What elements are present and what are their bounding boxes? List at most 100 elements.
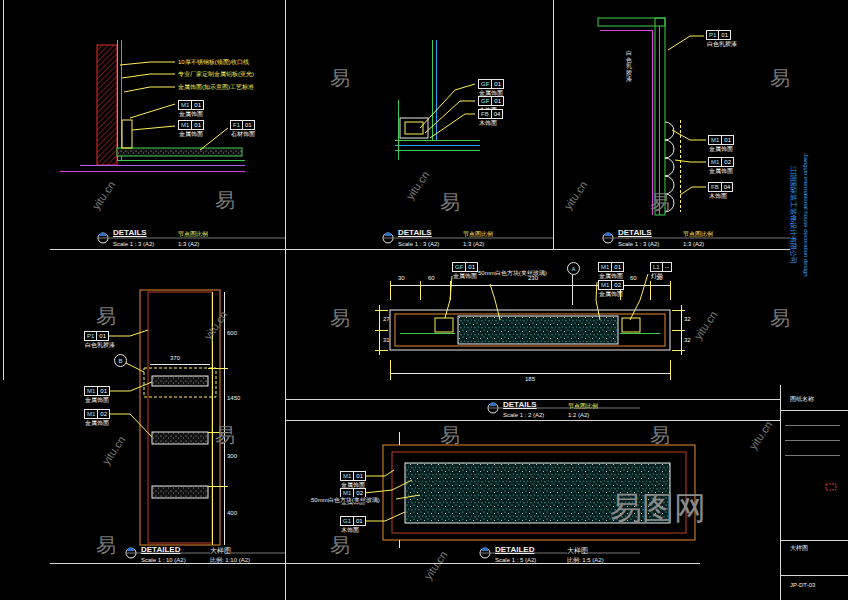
material-tag: L1--灯带 — [650, 262, 672, 272]
annotation-text: Scale 1 : 3 (A2) — [398, 241, 439, 247]
annotation-text: 节点图比例 — [463, 231, 493, 237]
annotation-text: JP-DT-03 — [790, 582, 815, 588]
material-note: 金属饰面 — [85, 420, 109, 426]
callout-number: 01 — [354, 517, 365, 525]
material-tag: M101金属饰面 — [178, 120, 204, 130]
annotation-text: Scale 1 : 5 (A2) — [495, 557, 536, 563]
callout-number: 01 — [354, 472, 365, 480]
company-name: 江阴国际装工装饰设计有限公司 — [790, 166, 797, 264]
watermark: yitu.cn — [90, 179, 117, 211]
material-tag: M101金属饰面 — [708, 135, 734, 145]
material-tag: M102金属饰面 — [598, 280, 624, 290]
annotation-text: 1:3 (A2) — [178, 241, 199, 247]
callout-number: 01 — [192, 101, 203, 109]
material-code: M1 — [341, 472, 354, 480]
material-note: 木饰面 — [479, 120, 497, 126]
material-code: M1 — [341, 489, 354, 497]
material-note: 木饰面 — [709, 193, 727, 199]
callout-number: 02 — [98, 410, 109, 418]
watermark: 易 — [96, 535, 116, 555]
watermark: 易 — [440, 192, 460, 212]
annotation-text: 金属饰面(如示意图)工艺标准 — [178, 84, 254, 90]
marker-letter: A — [571, 266, 575, 272]
detail-title: DETAILS — [113, 229, 147, 237]
annotation-text: 节点图比例 — [178, 231, 208, 237]
material-code: P1 — [85, 332, 97, 340]
dimension-value: 300 — [227, 453, 237, 459]
section-marker: A — [567, 262, 580, 275]
material-tag: G101木饰面 — [340, 516, 366, 526]
material-tag: M102金属饰面 — [84, 409, 110, 419]
material-note: 金属饰面 — [599, 273, 623, 279]
material-note: 金属饰面 — [179, 131, 203, 137]
watermark: 易 — [770, 68, 790, 88]
callout-number: 01 — [612, 263, 623, 271]
material-code: G1 — [341, 517, 354, 525]
material-tag: M101金属饰面 — [598, 262, 624, 272]
material-code: FB — [479, 110, 492, 118]
material-code: M1 — [179, 101, 192, 109]
dimension-value: 30 — [656, 275, 663, 281]
annotation-text: Scale 1 : 10 (A2) — [141, 557, 186, 563]
watermark: 易 — [330, 308, 350, 328]
material-code: P1 — [707, 31, 719, 39]
dimension-value: 230 — [528, 275, 538, 281]
material-tag: P101白色乳胶漆 — [706, 30, 731, 40]
material-tag: GF01木饰面 — [478, 96, 504, 106]
dimension-value: 370 — [170, 355, 180, 361]
dimension-value: 1450 — [227, 395, 240, 401]
annotation-text: 节点图比例 — [568, 403, 598, 409]
dimension-value: 600 — [227, 330, 237, 336]
detail-title: DETAILS — [398, 229, 432, 237]
callout-number: 01 — [492, 97, 503, 105]
callout-number: 01 — [98, 387, 109, 395]
dimension-value: 32 — [684, 337, 691, 343]
annotation-text: 图纸名称 — [790, 396, 814, 402]
annotation-text: 专业厂家定制金属铝板(亚光) — [178, 71, 254, 77]
material-note: 金属饰面 — [85, 397, 109, 403]
detail-title: DETAILS — [503, 401, 537, 409]
dimension-value: 27 — [383, 316, 390, 322]
watermark: 易 — [770, 308, 790, 328]
material-tag: F101石材饰面 — [230, 120, 255, 130]
callout-number: 02 — [612, 281, 623, 289]
watermark: 易 — [650, 425, 670, 445]
annotation-text: 1:3 (A2) — [463, 241, 484, 247]
callout-number: 01 — [722, 136, 733, 144]
watermark: 易 — [650, 192, 670, 212]
annotation-text: 节点图比例 — [683, 231, 713, 237]
watermark: 易 — [330, 535, 350, 555]
detail-title: DETAILS — [618, 229, 652, 237]
material-tag: GF01金属饰面 — [452, 262, 478, 272]
material-note: 金属饰面 — [179, 111, 203, 117]
material-note: 金属饰面 — [709, 146, 733, 152]
material-note: 金属饰面 — [709, 168, 733, 174]
watermark: yitu.cn — [422, 549, 449, 581]
annotation-text: 大样图 — [210, 547, 231, 554]
annotation-text: 1:2 (A2) — [568, 412, 589, 418]
dimension-value: 185 — [525, 376, 535, 382]
callout-number: 02 — [354, 489, 365, 497]
callout-number: 01 — [719, 31, 730, 39]
watermark: 易 — [330, 68, 350, 88]
annotation-text: 1:3 (A2) — [683, 241, 704, 247]
annotation-text: 大样图 — [567, 547, 588, 554]
watermark: yitu.cn — [562, 179, 589, 211]
material-code: GF — [453, 263, 466, 271]
section-marker: B — [114, 354, 127, 367]
watermark: 易 — [96, 306, 116, 326]
dimension-value: 32 — [684, 316, 691, 322]
watermark: yitu.cn — [202, 309, 229, 341]
watermark: yitu.cn — [692, 309, 719, 341]
callout-number: 01 — [492, 80, 503, 88]
detail-title: DETAILED — [495, 546, 534, 554]
material-code: M1 — [179, 121, 192, 129]
material-tag: M101金属饰面 — [84, 386, 110, 396]
dimension-value: 60 — [630, 275, 637, 281]
detail-title: DETAILED — [141, 546, 180, 554]
company-name: Jiangyin international house decoration … — [803, 153, 809, 276]
callout-number: 04 — [722, 183, 733, 191]
annotation-text: Scale 1 : 3 (A2) — [618, 241, 659, 247]
material-note: 白色乳胶漆 — [707, 41, 737, 47]
